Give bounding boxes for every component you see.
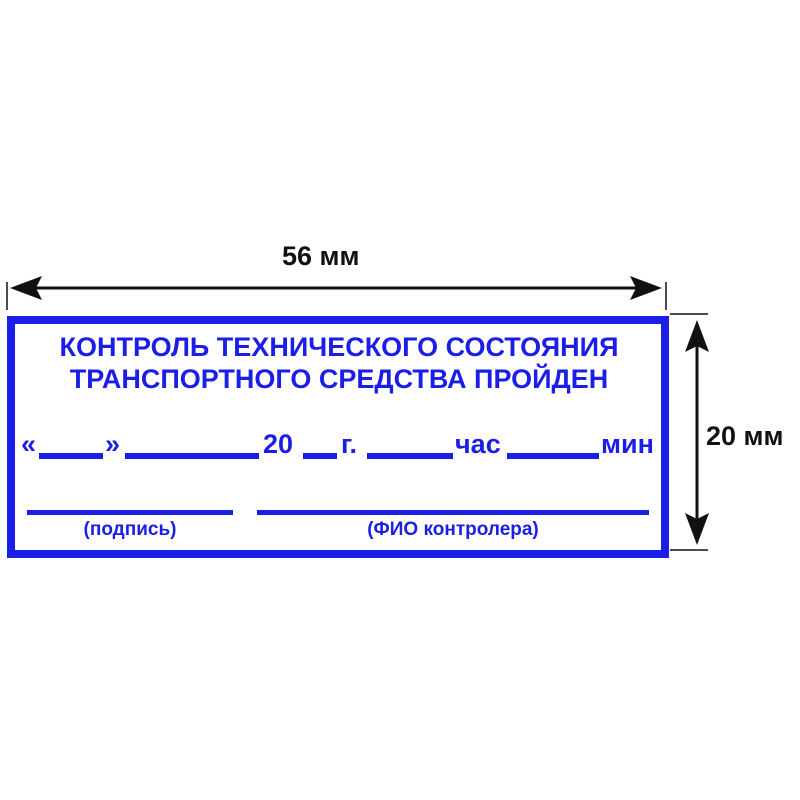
year-suffix: г.: [341, 429, 358, 459]
name-caption: (ФИО контролера): [367, 519, 539, 540]
day-blank-line: [39, 453, 103, 459]
date-time-row: « » 20 г. час мин: [21, 428, 654, 462]
month-blank-line: [125, 453, 259, 459]
close-quote: »: [105, 429, 121, 459]
signature-caption: (подпись): [83, 519, 177, 540]
name-line: [257, 510, 649, 515]
hours-blank-line: [367, 453, 453, 459]
stamp-title-line-2: ТРАНСПОРТНОГО СРЕДСТВА ПРОЙДЕН: [69, 364, 609, 394]
stamp-frame: КОНТРОЛЬ ТЕХНИЧЕСКОГО СОСТОЯНИЯ ТРАНСПОР…: [7, 316, 669, 558]
height-arrow-top-head: [685, 320, 709, 352]
width-arrow-right-head: [630, 276, 662, 300]
minutes-blank-line: [507, 453, 599, 459]
height-dimension-label: 20 мм: [706, 421, 784, 451]
signature-line: [27, 510, 233, 515]
height-arrow-bottom-head: [685, 513, 709, 545]
hours-label: час: [455, 429, 501, 459]
year-prefix: 20: [263, 429, 294, 459]
width-dimension-label: 56 мм: [282, 241, 360, 271]
open-quote: «: [21, 429, 37, 459]
minutes-label: мин: [601, 429, 654, 459]
stamp-title-line-1: КОНТРОЛЬ ТЕХНИЧЕСКОГО СОСТОЯНИЯ: [59, 332, 619, 362]
width-arrow-left-head: [10, 276, 42, 300]
year-blank-line: [303, 453, 337, 459]
